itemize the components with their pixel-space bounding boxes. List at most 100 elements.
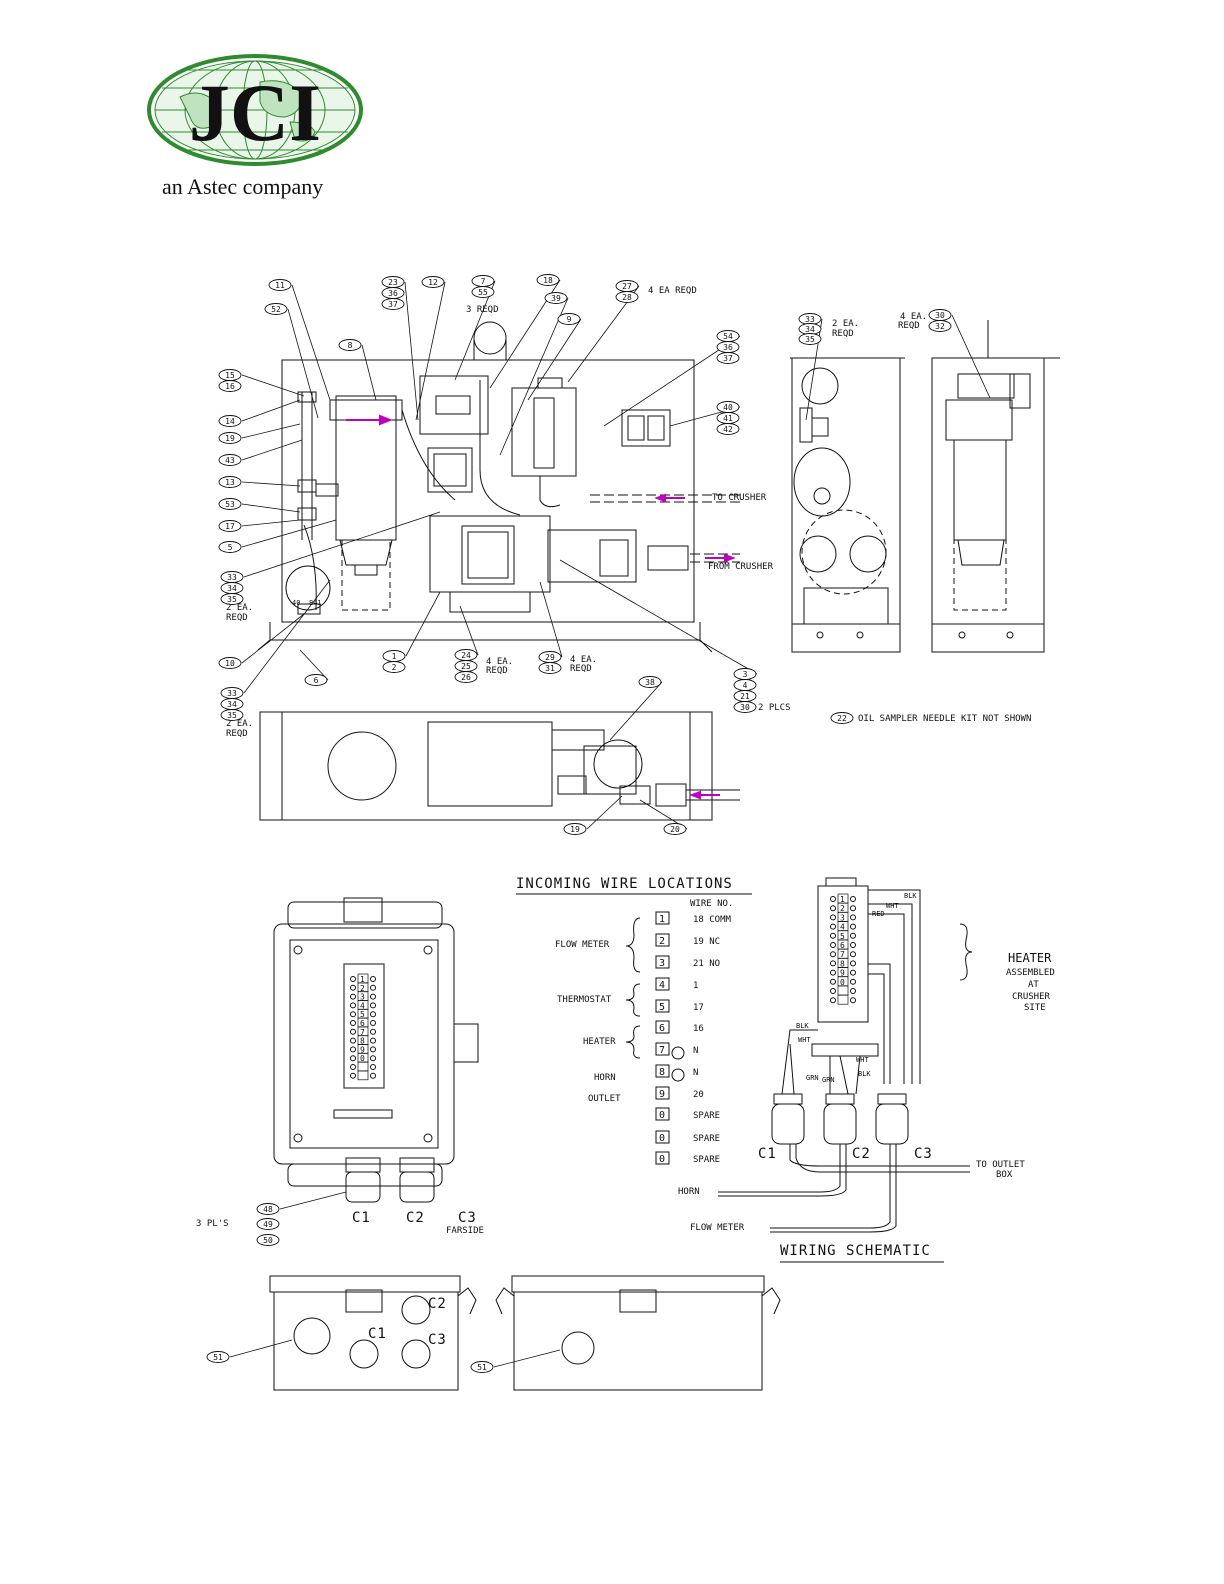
callout-label: 30 <box>740 703 750 712</box>
group-outlet: OUTLET <box>588 1094 621 1104</box>
wire-number: SPARE <box>693 1134 720 1144</box>
logo-letters: JCI <box>189 67 321 158</box>
terminal-number: 6 <box>659 1023 665 1034</box>
terminal-number: 0 <box>360 1054 365 1063</box>
note-4-ea-b: 4 EA. <box>486 657 513 667</box>
schematic-title: WIRING SCHEMATIC <box>780 1243 931 1259</box>
incoming-row: 6 16 <box>655 1020 704 1034</box>
note-2-ea-a: 2 EA. <box>226 603 253 613</box>
note-reqd-b: REQD <box>226 729 248 739</box>
callout-label: 21 <box>740 692 750 701</box>
callout-label: 34 <box>805 325 815 334</box>
callout-label: 33 <box>227 689 237 698</box>
callout-c33b: 33 <box>220 579 331 699</box>
callout-label: 3 <box>743 670 748 679</box>
callout-c28: 28 <box>615 291 639 303</box>
wire-blk-3: BLK <box>858 1070 871 1078</box>
terminal <box>830 994 856 1005</box>
callout-c9: 9 <box>527 313 582 401</box>
callout-c2: 2 <box>382 661 406 673</box>
wire-number: SPARE <box>693 1155 720 1165</box>
schematic-c3: C3 <box>914 1146 933 1162</box>
drawing-lines <box>257 320 1060 1391</box>
terminal-number: 9 <box>659 1089 665 1100</box>
callout-c23: 23 <box>381 276 419 421</box>
callout-label: 7 <box>481 277 486 286</box>
flow-arrows <box>346 414 736 800</box>
callout-c43: 43 <box>218 439 303 466</box>
callout-c34c: 34 <box>798 323 822 335</box>
callout-label: 33 <box>805 315 815 324</box>
terminal-number: 7 <box>840 950 845 959</box>
terminal-number: 6 <box>360 1019 365 1028</box>
callout-label: 19 <box>570 825 580 834</box>
callout-c41: 41 <box>716 412 740 424</box>
callout-label: 24 <box>461 651 471 660</box>
note-2-ea-b: 2 EA. <box>226 719 253 729</box>
callout-c3: 3 <box>559 559 758 680</box>
wire-number: 18 COMM <box>693 915 732 925</box>
callout-c40: 40 <box>669 401 741 427</box>
terminal <box>350 1070 376 1081</box>
callout-label: 17 <box>225 522 235 531</box>
note-4-ea-reqd: 4 EA REQD <box>648 286 697 296</box>
heater-line-1: HEATER <box>1008 951 1052 965</box>
side-c1-label: C1 <box>368 1326 387 1342</box>
side-c3-label: C3 <box>428 1332 447 1348</box>
callout-c51b: 51 <box>470 1349 561 1373</box>
callout-c49: 49 <box>256 1218 280 1230</box>
callout-label: 6 <box>314 676 319 685</box>
schematic-c2: C2 <box>852 1146 871 1162</box>
callout-c14: 14 <box>218 399 301 427</box>
terminal-number: 4 <box>840 923 845 932</box>
callout-c38: 38 <box>609 676 663 741</box>
terminal-number: 0 <box>659 1133 665 1144</box>
terminal-number: 0 <box>659 1154 665 1165</box>
callout-c52: 52 <box>264 303 319 419</box>
group-heater: HEATER <box>583 1037 616 1047</box>
terminal-number: 0 <box>840 978 845 987</box>
terminal-number: 8 <box>840 959 845 968</box>
logo-tagline: an Astec company <box>162 174 324 199</box>
terminal-number: 5 <box>840 932 845 941</box>
terminal: 4 <box>350 1000 376 1010</box>
callout-label: 20 <box>670 825 680 834</box>
farside-label: FARSIDE <box>446 1226 484 1236</box>
callout-label: 39 <box>551 294 561 303</box>
terminal: 9 <box>830 967 856 978</box>
schematic-flow-meter: FLOW METER <box>690 1223 745 1233</box>
callout-c31: 31 <box>538 662 562 674</box>
callout-c22: 22 <box>830 712 854 724</box>
callout-label: 54 <box>723 332 733 341</box>
terminal-number: 3 <box>360 993 365 1002</box>
heater-line-4: CRUSHER <box>1012 992 1051 1002</box>
callout-c26: 26 <box>454 671 478 683</box>
wire-number: 16 <box>693 1024 704 1034</box>
wire-number: N <box>693 1046 698 1056</box>
callout-label: 22 <box>837 714 847 723</box>
callout-label: 50 <box>263 1236 273 1245</box>
wire-number: 17 <box>693 1003 704 1013</box>
terminal: 5 <box>830 930 856 941</box>
note-3-reqd: 3 REQD <box>466 305 499 315</box>
callout-label: 16 <box>225 382 235 391</box>
callout-label: 10 <box>225 659 235 668</box>
callout-label: 28 <box>622 293 632 302</box>
callout-label: 25 <box>461 662 471 671</box>
callout-c35a: 35 <box>220 593 244 605</box>
to-outlet-2: BOX <box>996 1170 1013 1180</box>
callout-c50: 50 <box>256 1234 280 1246</box>
wire-blk-2: BLK <box>796 1022 809 1030</box>
terminal-number: 5 <box>659 1002 665 1013</box>
callout-c5: 5 <box>218 519 337 553</box>
terminal: 8 <box>830 958 856 968</box>
group-thermostat: THERMOSTAT <box>557 995 612 1005</box>
note-2-ea-c: 2 EA. <box>832 319 859 329</box>
